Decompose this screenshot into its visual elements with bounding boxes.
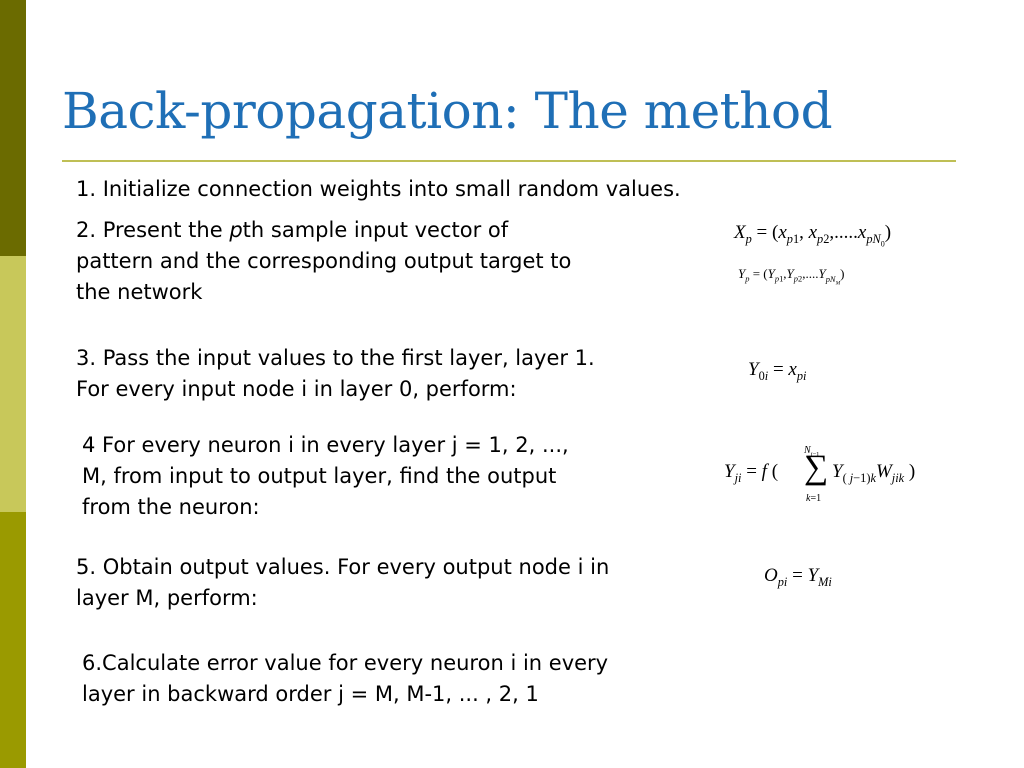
step-2-line-1: 2. Present the pth sample input vector o… bbox=[76, 215, 571, 246]
left-bar-middle bbox=[0, 256, 26, 512]
step-1-line-1: 1. Initialize connection weights into sm… bbox=[76, 177, 681, 201]
step-2-prefix: 2. Present the bbox=[76, 218, 230, 242]
left-bar-top bbox=[0, 0, 26, 256]
step-1: 1. Initialize connection weights into sm… bbox=[76, 174, 681, 205]
step-5-line-2: layer M, perform: bbox=[76, 586, 258, 610]
step-5: 5. Obtain output values. For every outpu… bbox=[76, 552, 609, 614]
step-6: 6.Calculate error value for every neuron… bbox=[82, 648, 608, 710]
step-5-line-1: 5. Obtain output values. For every outpu… bbox=[76, 555, 610, 579]
equation-output-values: Opi = YMi bbox=[764, 565, 832, 589]
equation-layer-zero: Y0i = xpi bbox=[748, 359, 807, 383]
step-4-line-2: M, from input to output layer, find the … bbox=[82, 464, 557, 488]
step-2-suffix: th sample input vector of bbox=[242, 218, 509, 242]
sum-upper-limit: Nj−1 bbox=[804, 445, 820, 458]
step-3-line-2: For every input node i in layer 0, perfo… bbox=[76, 377, 517, 401]
step-6-line-1: 6.Calculate error value for every neuron… bbox=[82, 651, 609, 675]
sum-sign: ∑ bbox=[804, 449, 829, 486]
step-2: 2. Present the pth sample input vector o… bbox=[76, 215, 571, 308]
step-3: 3. Pass the input values to the first la… bbox=[76, 343, 595, 405]
sum-lower-limit: k=1 bbox=[806, 493, 822, 504]
left-bar-bottom bbox=[0, 512, 26, 768]
step-2-line-2: pattern and the corresponding output tar… bbox=[76, 249, 572, 273]
step-4: 4 For every neuron i in every layer j = … bbox=[82, 430, 569, 523]
title-divider bbox=[62, 160, 956, 162]
step-4-line-1: 4 For every neuron i in every layer j = … bbox=[82, 433, 569, 457]
step-2-italic-p: p bbox=[229, 218, 243, 242]
step-2-line-3: the network bbox=[76, 280, 203, 304]
step-3-line-1: 3. Pass the input values to the first la… bbox=[76, 346, 595, 370]
slide-title: Back-propagation: The method bbox=[62, 82, 833, 140]
equation-output-vector: Yp = (Yp1,Yp2,....YpNM) bbox=[738, 266, 845, 287]
step-4-line-3: from the neuron: bbox=[82, 495, 260, 519]
step-6-line-2: layer in backward order j = M, M-1, ... … bbox=[82, 682, 539, 706]
equation-neuron-output: Yji = f ( Nj−1 ∑ k=1 Y( j−1)kWjik ) bbox=[724, 445, 916, 504]
equation-input-vector: Xp = (xp1, xp2,.....xpN0) bbox=[734, 222, 892, 249]
